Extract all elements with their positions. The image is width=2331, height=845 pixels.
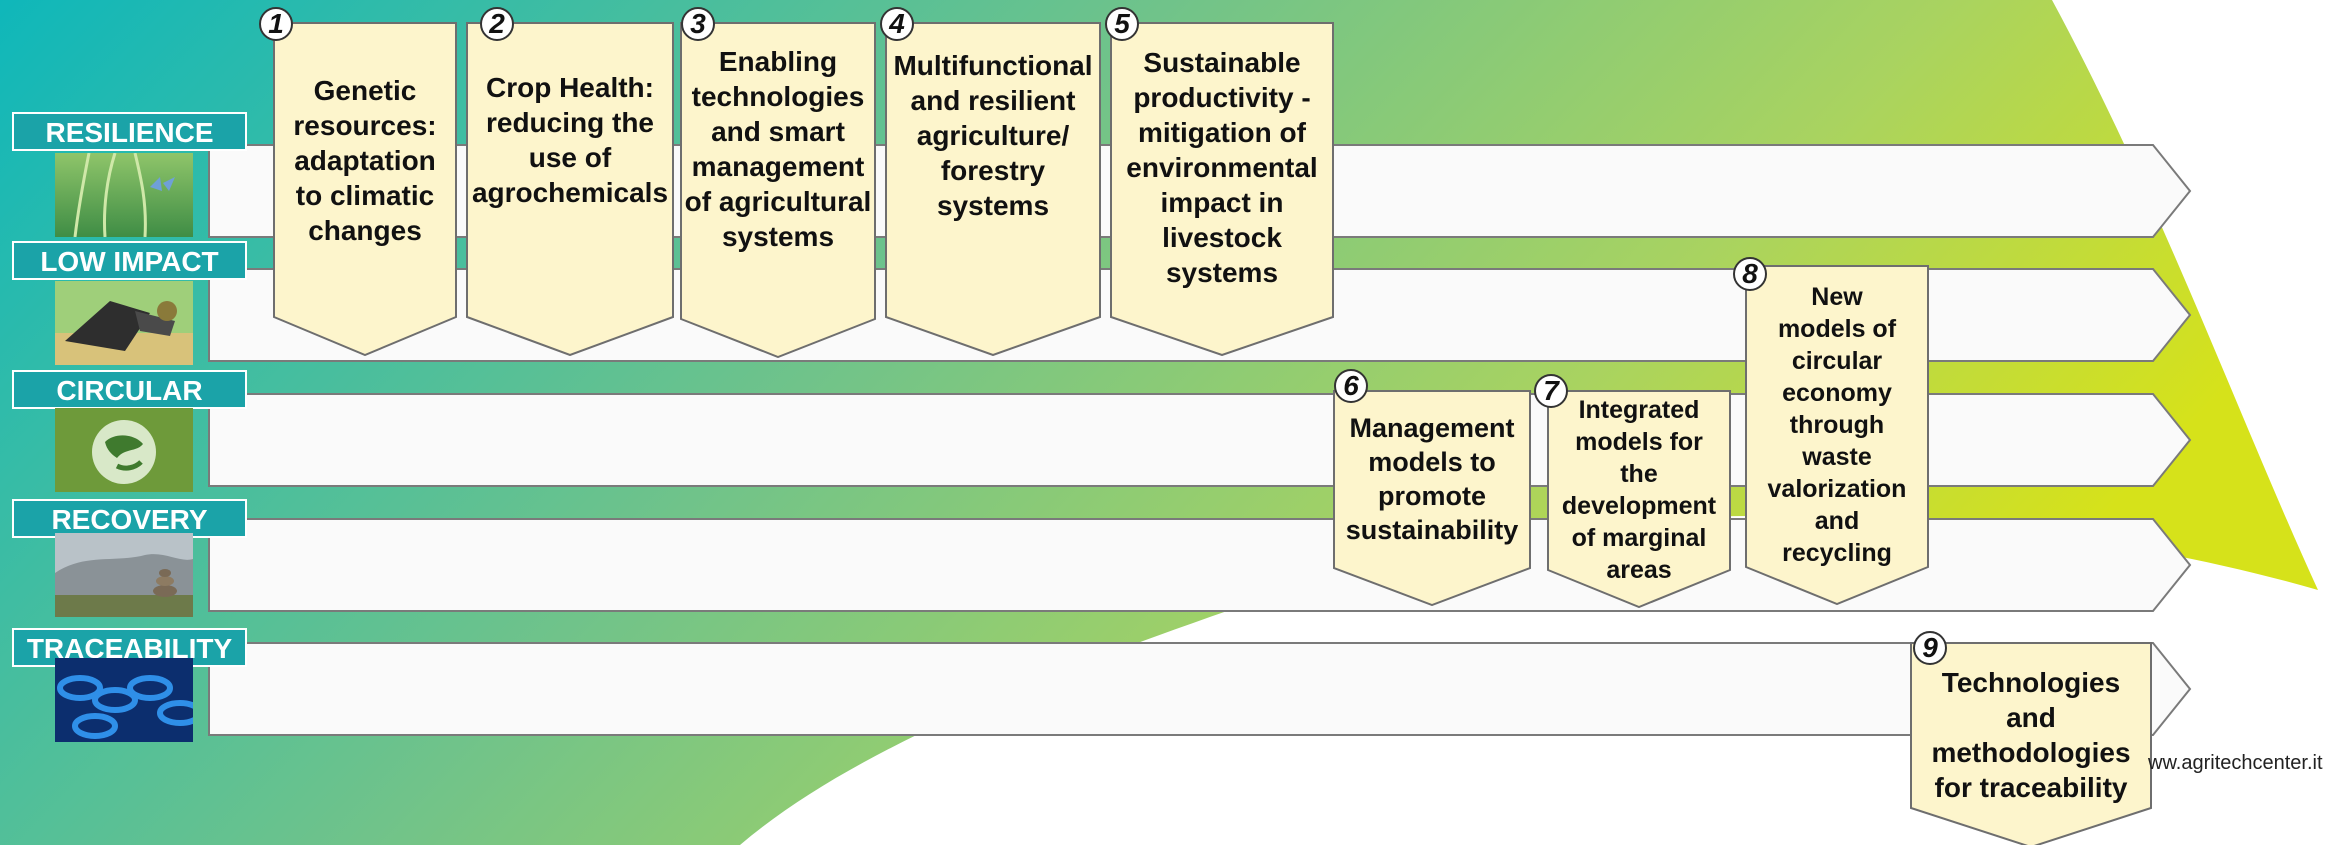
row-label-resilience: RESILIENCE (12, 112, 247, 151)
card-circular-economy: New models of circular economy through w… (1745, 265, 1929, 605)
card-sustainable-productivity: Sustainable productivity - mitigation of… (1110, 22, 1334, 356)
recycle-globe-photo (55, 408, 193, 492)
card-crop-health: Crop Health: reducing the use of agroche… (466, 22, 674, 356)
traceability-band-arrow (208, 642, 2192, 736)
card-5-text: Sustainable productivity - mitigation of… (1126, 46, 1318, 288)
stone-cairn-photo (55, 533, 193, 617)
card-1-number-badge: 1 (259, 7, 293, 41)
card-7-text: Integrated models for the development of… (1561, 396, 1717, 584)
tractor-photo (55, 281, 193, 365)
card-3-number-badge: 3 (681, 7, 715, 41)
card-9-text: Technologies and methodologies for trace… (1931, 667, 2131, 803)
card-4-number-badge: 4 (880, 7, 914, 41)
card-genetic-resources: Genetic resources: adaptation to climati… (273, 22, 457, 356)
card-traceability-technologies: Technologies and methodologies for trace… (1910, 642, 2152, 845)
row-label-circular: CIRCULAR (12, 370, 247, 409)
card-3-text: Enabling technologies and smart manageme… (684, 46, 872, 252)
card-6-text: Management models to promote sustainabil… (1345, 413, 1519, 545)
card-4-text: Multifunctional and resilient agricultur… (893, 49, 1093, 221)
card-8-number-badge: 8 (1733, 257, 1767, 291)
card-1-text: Genetic resources: adaptation to climati… (293, 74, 437, 246)
card-9-number-badge: 9 (1913, 631, 1947, 665)
card-5-number-badge: 5 (1105, 7, 1139, 41)
row-label-low-impact: LOW IMPACT (12, 241, 247, 280)
digital-chain-photo (55, 658, 193, 742)
card-multifunctional: Multifunctional and resilient agricultur… (885, 22, 1101, 356)
card-integrated-models: Integrated models for the development of… (1547, 390, 1731, 608)
website-url: ww.agritechcenter.it (2148, 752, 2323, 774)
card-management-models: Management models to promote sustainabil… (1333, 390, 1531, 606)
card-8-text: New models of circular economy through w… (1767, 283, 1907, 567)
card-enabling-technologies: Enabling technologies and smart manageme… (680, 22, 876, 358)
card-2-number-badge: 2 (480, 7, 514, 41)
card-6-number-badge: 6 (1334, 369, 1368, 403)
butterfly-photo (55, 153, 193, 237)
card-2-text: Crop Health: reducing the use of agroche… (471, 72, 669, 208)
row-label-recovery: RECOVERY (12, 499, 247, 538)
card-7-number-badge: 7 (1534, 374, 1568, 408)
